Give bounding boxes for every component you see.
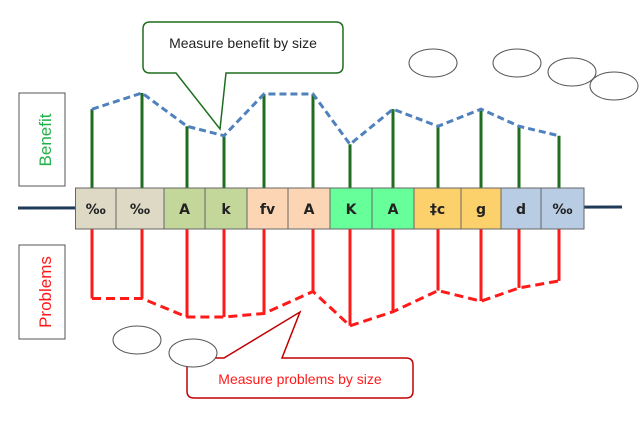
ellipse-shape <box>547 57 597 87</box>
ellipse-shape <box>168 338 218 368</box>
problems-label-box <box>18 244 66 340</box>
size-cell-label: ‰ <box>130 202 150 218</box>
ellipse-shape <box>589 71 639 101</box>
size-cell-label: ‰ <box>552 202 572 218</box>
ellipse-shape <box>408 48 458 78</box>
size-cell-label: g <box>476 202 486 218</box>
size-cell <box>75 187 117 230</box>
benefit-line <box>91 91 560 147</box>
size-cell <box>500 187 542 230</box>
benefit-callout-text: Measure benefit by size <box>169 35 317 51</box>
benefit-callout <box>142 21 344 131</box>
size-cell-label: ‰ <box>86 202 106 218</box>
benefit-label: Benefit <box>36 113 55 166</box>
size-cell <box>287 187 331 230</box>
size-cell-label: fv <box>260 202 275 218</box>
size-cell <box>460 187 502 230</box>
size-cell-label: A <box>179 202 190 218</box>
size-cell-label: k <box>221 202 231 218</box>
size-cell <box>329 187 373 230</box>
size-cell-label: A <box>304 202 315 218</box>
benefit-label-box <box>18 92 66 187</box>
problems-callout-text: Measure problems by size <box>218 371 382 387</box>
size-cell <box>204 187 248 230</box>
size-cell <box>115 187 165 230</box>
size-cell <box>371 187 415 230</box>
size-cell-label: A <box>388 202 399 218</box>
size-cell-label: d <box>516 202 526 218</box>
problems-line <box>92 279 560 328</box>
size-cell <box>540 187 585 230</box>
size-cell-label: ‡c <box>430 202 445 218</box>
problems-label: Problems <box>36 256 55 328</box>
ellipse-shape <box>492 48 542 78</box>
ellipse-shape <box>112 325 162 355</box>
size-cell <box>163 187 206 230</box>
size-cell-label: K <box>346 202 358 218</box>
